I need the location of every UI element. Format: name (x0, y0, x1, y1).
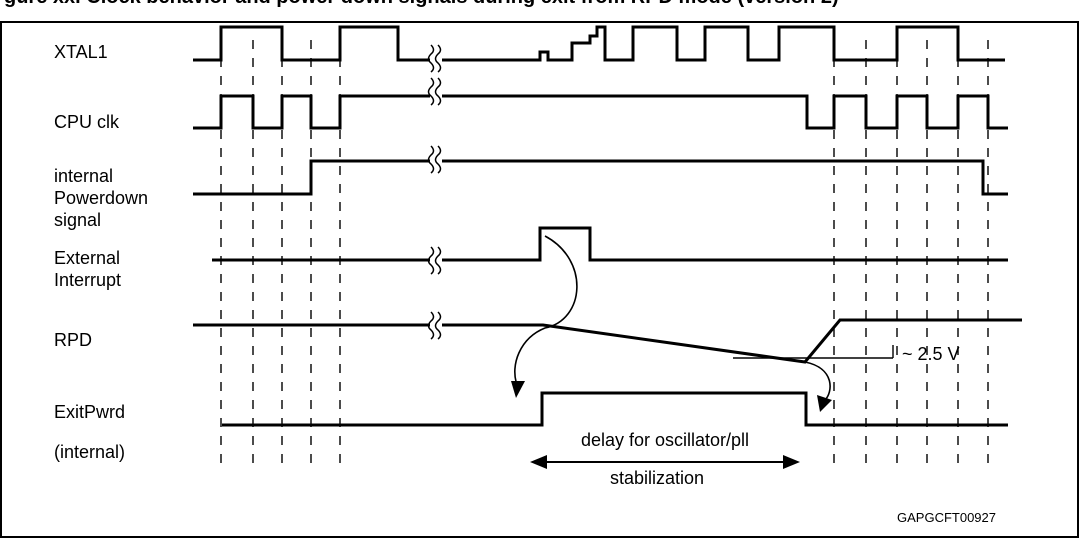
stabilization-label: stabilization (610, 468, 704, 488)
signal-labels: XTAL1 CPU clk internal Powerdown signal … (54, 42, 153, 462)
label-xtal1: XTAL1 (54, 42, 108, 62)
break-mark-ext-int (427, 246, 442, 275)
label-external-interrupt: External Interrupt (54, 248, 125, 290)
cpu-clk-waveform-after-break (442, 94, 1008, 130)
xtal1-waveform-after-break (442, 25, 1005, 62)
threshold-label: ~ 2.5 V (902, 344, 960, 364)
threshold-marker (733, 345, 894, 359)
interrupt-to-exit-curve (514, 235, 578, 386)
break-marks (427, 44, 442, 340)
label-cpu-clk: CPU clk (54, 112, 120, 132)
delay-double-arrow (530, 455, 800, 469)
figure-frame (0, 21, 1079, 538)
powerdown-waveform (193, 159, 430, 196)
exitpwrd-waveform (222, 391, 1008, 427)
break-mark-rpd (427, 311, 442, 340)
label-exitpwrd: ExitPwrd (internal) (54, 402, 130, 462)
arrowhead-interrupt (511, 381, 525, 398)
rpd-to-exit-curve (804, 361, 831, 401)
arrowhead-rpd (817, 395, 832, 412)
ext-interrupt-waveform-after-break (442, 226, 1008, 262)
break-mark-cpu-clk (427, 77, 442, 106)
figure-code: GAPGCFT00927 (897, 510, 996, 525)
guide-lines (220, 40, 989, 470)
label-rpd: RPD (54, 330, 92, 350)
break-mark-powerdown (427, 145, 442, 174)
label-powerdown: internal Powerdown signal (54, 166, 153, 230)
delay-label: delay for oscillator/pll (581, 430, 749, 450)
xtal1-waveform (193, 25, 430, 62)
break-mark-xtal1 (427, 44, 442, 73)
figure-title: gure xx. Clock behavior and power down s… (0, 0, 1080, 8)
cause-arrows (514, 235, 831, 401)
cpu-clk-waveform (193, 94, 430, 130)
powerdown-waveform-after-break (442, 159, 1008, 196)
